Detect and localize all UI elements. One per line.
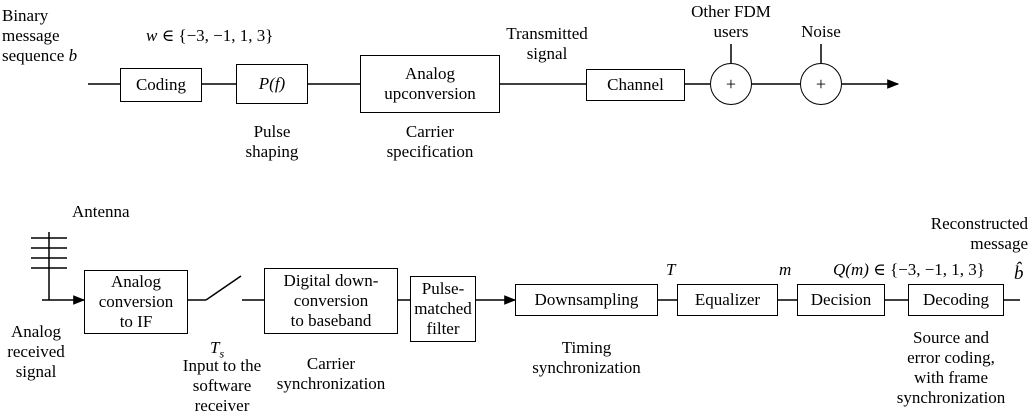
symbol-w: w <box>146 26 158 45</box>
sampler-period-label: Ts <box>210 338 225 361</box>
pulse-shaping-caption: Pulse shaping <box>245 122 299 161</box>
output-symbol-b-hat: b̂ <box>1014 263 1024 284</box>
software-receiver-input-label: Input to the software receiver <box>182 356 262 415</box>
source-error-coding-caption: Source and error coding, with frame sync… <box>896 328 1006 407</box>
sampler-switch <box>205 275 242 301</box>
digital-downconversion-block: Digital down- conversion to baseband <box>264 268 398 334</box>
equalizer-block: Equalizer <box>677 284 778 316</box>
antenna-label: Antenna <box>72 202 130 221</box>
analog-conversion-to-if-block: Analog conversion to IF <box>84 270 188 334</box>
other-fdm-users-label: Other FDM users <box>691 2 771 41</box>
symbol-period-label: T <box>666 260 676 279</box>
analog-upconversion-block: Analog upconversion <box>360 55 500 113</box>
reconstructed-message-label: Reconstructed message <box>930 214 1028 253</box>
timing-synchronization-caption: Timing synchronization <box>532 338 641 377</box>
channel-block: Channel <box>586 69 685 101</box>
transmitted-signal-label: Transmitted signal <box>506 24 588 63</box>
analog-received-signal-label: Analog received signal <box>7 322 65 381</box>
carrier-specification-caption: Carrier specification <box>386 122 474 161</box>
antenna-icon <box>31 232 67 300</box>
noise-label: Noise <box>801 22 841 41</box>
quantizer-output-set-label: Q(m) ∈ {−3, −1, 1, 3} <box>833 260 985 279</box>
carrier-synchronization-caption: Carrier synchronization <box>276 354 386 393</box>
downsampling-block: Downsampling <box>515 284 658 316</box>
pulse-matched-filter-block: Pulse- matched filter <box>410 276 476 342</box>
symbol-set-label: w ∈ {−3, −1, 1, 3} <box>146 26 274 45</box>
fdm-adder: + <box>710 63 752 105</box>
decoding-block: Decoding <box>908 284 1004 316</box>
binary-message-label: Binary message sequence b <box>2 6 78 65</box>
input-symbol-b: b <box>68 46 78 65</box>
decision-block: Decision <box>797 284 885 316</box>
coding-block: Coding <box>120 68 202 102</box>
pulse-shaping-block: P(f) <box>236 64 308 104</box>
m-index-label: m <box>779 260 792 279</box>
noise-adder: + <box>800 63 842 105</box>
